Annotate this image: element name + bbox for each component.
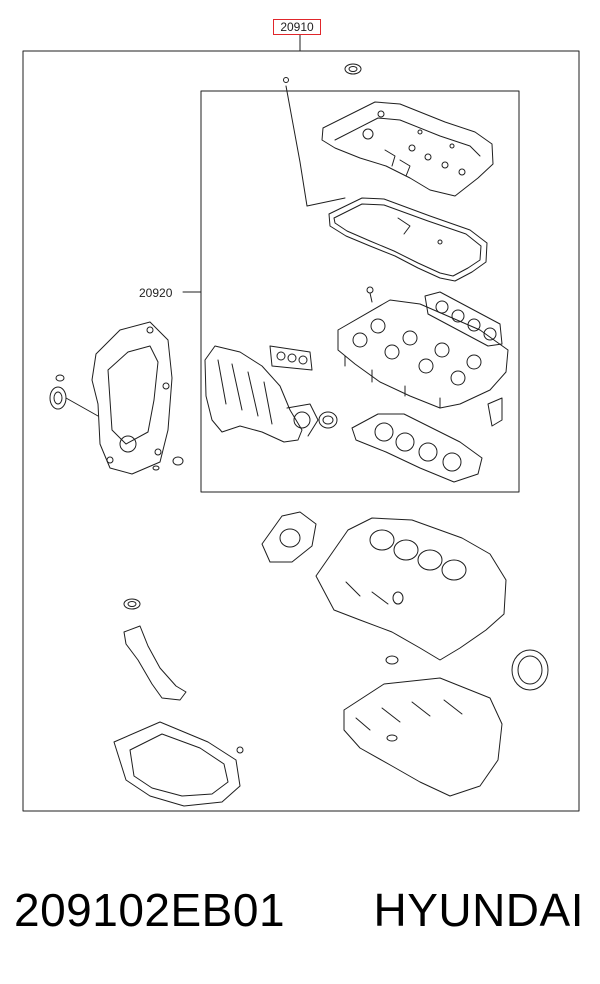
oil-pan bbox=[113, 721, 244, 807]
water-pump-gasket bbox=[261, 511, 317, 563]
valve-cover bbox=[321, 101, 494, 197]
throttle-gasket bbox=[318, 411, 338, 429]
product-caption: 209102EB01 HYUNDAI bbox=[0, 880, 600, 944]
cylinder-block bbox=[315, 517, 507, 661]
timing-cover-bolts bbox=[152, 456, 184, 471]
kit-reference-label[interactable]: 20910 bbox=[273, 19, 321, 35]
valve-cover-gasket bbox=[328, 197, 488, 282]
head-bracket bbox=[487, 397, 503, 427]
intake-manifold bbox=[204, 345, 319, 443]
rear-main-seal bbox=[511, 649, 549, 691]
timing-cover-oring bbox=[55, 374, 65, 382]
oil-cap-seal bbox=[344, 63, 362, 75]
oil-pickup bbox=[123, 598, 187, 701]
cylinder-head bbox=[337, 286, 509, 409]
lower-crankcase bbox=[343, 655, 503, 797]
subkit-reference-label: 20920 bbox=[139, 286, 173, 300]
exhaust-manifold-gasket bbox=[424, 291, 503, 347]
crank-front-seal bbox=[49, 386, 99, 417]
timing-cover bbox=[91, 321, 173, 475]
outer-frame bbox=[22, 34, 580, 812]
intake-gasket bbox=[269, 345, 313, 371]
head-gasket bbox=[351, 413, 483, 483]
part-number: 209102EB01 bbox=[14, 884, 286, 936]
exploded-parts-diagram: 20910 20920 bbox=[22, 19, 580, 812]
inner-frame bbox=[182, 90, 520, 493]
brand-name: HYUNDAI bbox=[373, 884, 584, 936]
diagram-drawing bbox=[22, 34, 580, 812]
small-bolt bbox=[283, 77, 346, 207]
